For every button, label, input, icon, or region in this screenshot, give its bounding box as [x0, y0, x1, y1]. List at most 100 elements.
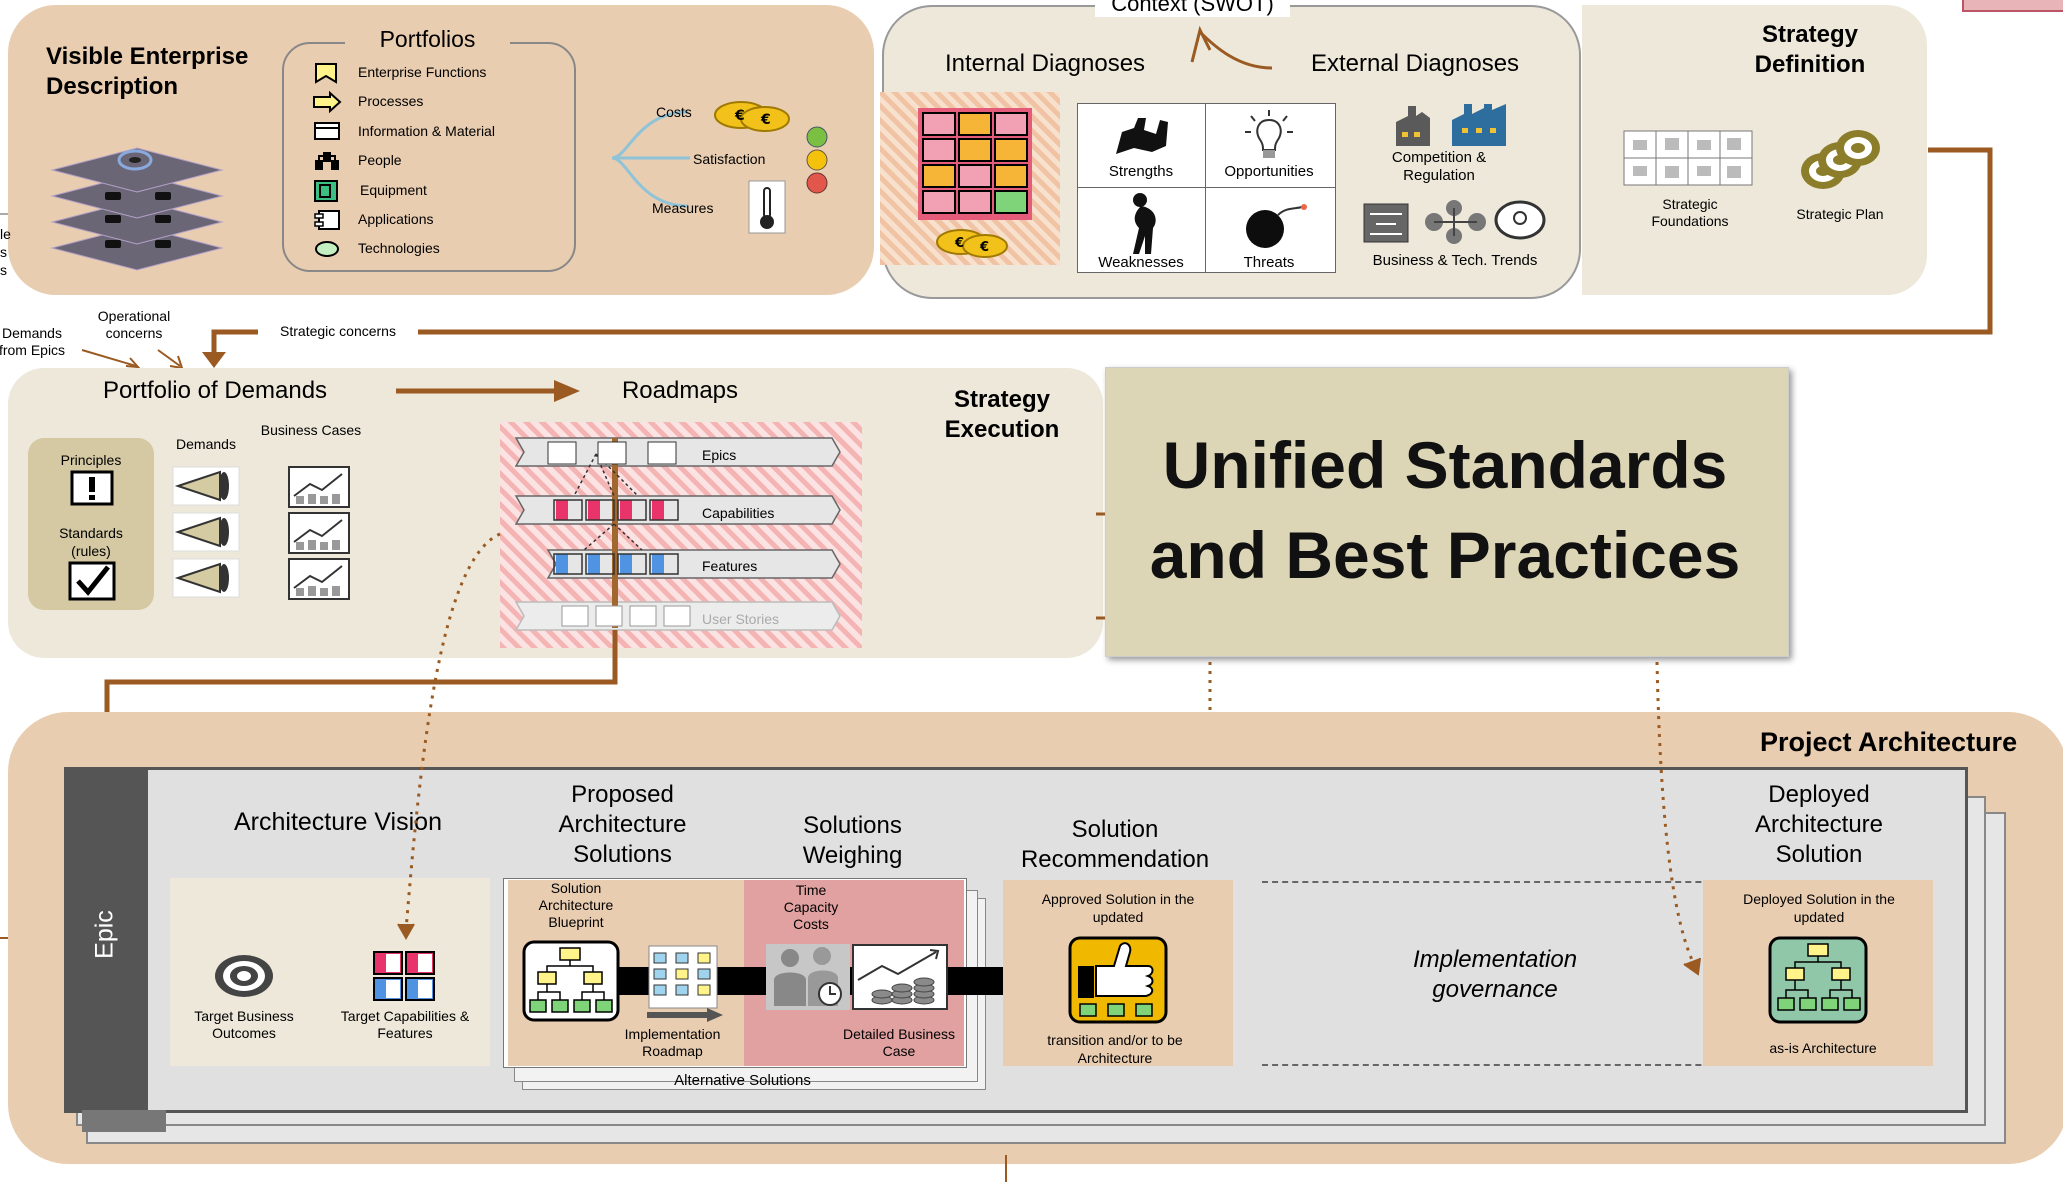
internal-diagnoses-title: Internal Diagnoses — [944, 50, 1146, 77]
strength-icon — [1116, 118, 1168, 154]
capabilities-features-icon — [373, 951, 435, 1001]
time-capacity-costs-label: Time Capacity Costs — [783, 882, 839, 932]
lightbulb-icon — [1245, 110, 1293, 158]
roadmap-chevrons — [514, 437, 841, 631]
threats-label: Threats — [1243, 254, 1295, 271]
epic-bar — [64, 767, 148, 1113]
demand-megaphone-icon-1 — [172, 466, 240, 506]
factory-icon — [1396, 104, 1506, 146]
target-business-outcomes-label: Target Business Outcomes — [194, 1008, 294, 1041]
implementation-roadmap-label: Implementation Roadmap — [624, 1026, 721, 1059]
portfolios-title: Portfolios — [345, 26, 510, 53]
context-curved-arrow — [1190, 25, 1273, 70]
demand-megaphone-icon-2 — [172, 512, 240, 552]
process-arrow-icon — [313, 90, 342, 114]
roadmaps-title: Roadmaps — [621, 377, 739, 404]
epic-bar-shadow — [82, 1110, 166, 1132]
weaknesses-label: Weaknesses — [1098, 254, 1184, 271]
user-stories-chevron-label: User Stories — [702, 611, 780, 627]
principles-label: Principles — [60, 452, 122, 468]
target-icon — [215, 955, 273, 997]
smiley-faces-icon — [806, 126, 828, 194]
technologies-icon — [315, 241, 339, 257]
operational-concerns-label: Operational concerns — [97, 308, 171, 341]
features-chevron-label: Features — [702, 558, 758, 574]
applications-icon — [314, 210, 340, 230]
business-tech-trends-label: Business & Tech. Trends — [1372, 252, 1538, 269]
portfolio-item-label: Technologies — [358, 240, 440, 256]
competition-regulation-label: Competition & Regulation — [1391, 149, 1487, 184]
svg-text:€: € — [734, 108, 745, 124]
people-icon — [315, 152, 339, 170]
thermometer-icon — [748, 180, 786, 234]
architecture-vision-title: Architecture Vision — [234, 808, 442, 836]
external-diagnoses-title: External Diagnoses — [1310, 50, 1520, 77]
swot-divider-v — [1205, 104, 1206, 272]
capabilities-chevron-label: Capabilities — [702, 505, 775, 521]
detailed-case-chart-icon — [852, 944, 948, 1010]
context-swot-label: Context (SWOT) — [1095, 0, 1290, 17]
solution-recommendation-title: Solution Recommendation — [1020, 816, 1210, 873]
equipment-icon — [314, 180, 338, 202]
measures-label: Measures — [652, 200, 714, 216]
measures-brace — [611, 110, 690, 208]
demands-from-epics-label: Demands from Epics — [0, 325, 66, 358]
business-case-chart-icon-3 — [288, 558, 350, 600]
weakness-icon — [1133, 193, 1156, 254]
strategic-foundations-label: Strategic Foundations — [1651, 196, 1729, 229]
alternative-solutions-label: Alternative Solutions — [674, 1072, 811, 1089]
svg-text:€: € — [760, 112, 771, 128]
blueprint-hierarchy-icon — [522, 940, 620, 1022]
left-clip-text-3: s — [0, 262, 7, 278]
left-clip-text-1: le — [0, 226, 11, 242]
enterprise-functions-icon — [315, 63, 337, 84]
portfolio-item-label: Applications — [358, 211, 434, 227]
svg-text:€: € — [954, 236, 964, 251]
strategic-foundations-icon — [1623, 130, 1753, 186]
internal-portfolio-grid-icon — [918, 108, 1032, 220]
internal-euro-coins-icon: €€ — [936, 229, 1008, 258]
thumbs-up-approval-icon — [1068, 936, 1168, 1024]
portfolio-to-roadmaps-arrow — [396, 380, 580, 402]
checkbox-checked-icon — [68, 561, 116, 601]
portfolio-of-demands-title: Portfolio of Demands — [102, 377, 328, 404]
portfolio-item-label: Processes — [358, 93, 424, 109]
strategic-plan-label: Strategic Plan — [1796, 206, 1884, 222]
strengths-label: Strengths — [1108, 163, 1174, 180]
as-is-architecture-label: as-is Architecture — [1769, 1040, 1877, 1056]
solution-blueprint-label: Solution Architecture Blueprint — [538, 880, 614, 930]
roadmap-timeline-icon — [648, 945, 718, 1009]
standards-rules-label: Standards (rules) — [59, 525, 123, 559]
demand-megaphone-icon-3 — [172, 558, 240, 598]
portfolio-item-label: Enterprise Functions — [358, 64, 487, 80]
governance-dashed-line-bottom — [1262, 1064, 1782, 1066]
target-capabilities-label: Target Capabilities & Features — [340, 1008, 470, 1041]
deployed-solution-label: Deployed Solution in the updated — [1743, 891, 1895, 925]
project-architecture-title: Project Architecture — [1760, 727, 2018, 757]
strategy-execution-title: Strategy Execution — [944, 386, 1060, 443]
strategic-concerns-label: Strategic concerns — [258, 323, 418, 339]
unified-standards-title: Unified Standards and Best Practices — [1149, 428, 1741, 592]
business-case-chart-icon-2 — [288, 512, 350, 554]
governance-dashed-line-top — [1262, 881, 1782, 883]
satisfaction-label: Satisfaction — [693, 151, 766, 167]
visible-enterprise-title: Visible Enterprise Description — [46, 43, 249, 100]
costs-label: Costs — [656, 104, 692, 120]
deployed-architecture-icon — [1768, 936, 1868, 1024]
circuit-trends-icon — [1363, 200, 1546, 244]
information-icon — [314, 122, 340, 140]
proposed-solutions-title: Proposed Architecture Solutions — [558, 781, 687, 868]
transition-architecture-label: transition and/or to be Architecture — [1047, 1032, 1183, 1066]
portfolio-item-label: Information & Material — [358, 123, 495, 139]
strategic-plan-targets-icon — [1801, 130, 1880, 189]
epics-chevron-label: Epics — [702, 447, 737, 463]
left-clip-text-2: s — [0, 244, 7, 260]
swot-divider-h — [1078, 187, 1335, 188]
demands-label: Demands — [176, 436, 236, 452]
implementation-roadmap-arrow — [647, 1008, 723, 1022]
business-cases-label: Business Cases — [260, 422, 362, 438]
detailed-business-case-label: Detailed Business Case — [842, 1026, 956, 1059]
clipped-box-top-right — [1962, 0, 2063, 12]
bomb-threat-icon — [1246, 204, 1307, 248]
